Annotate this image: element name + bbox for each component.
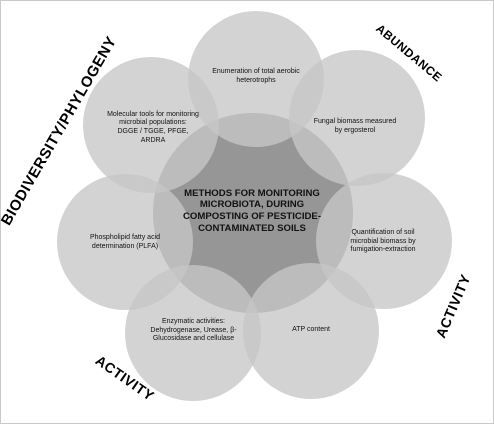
label-enumeration: Enumeration of total aerobic heterotroph… (212, 68, 300, 84)
center-title: METHODS FOR MONITORING MICROBIOTA, DURIN… (182, 187, 322, 234)
label-enzymatic: Enzymatic activities: Dehydrogenase, Ure… (146, 309, 241, 353)
label-fumigation: Quantification of soil microbial biomass… (350, 228, 416, 254)
circle-fungal-biomass (289, 50, 425, 186)
label-enzymatic-detail: Dehydrogenase, Urease, β-Glucosidase and… (150, 326, 237, 343)
circle-fumigation (316, 173, 452, 309)
label-plfa: Phospholipid fatty acid determination (P… (89, 234, 161, 250)
label-molecular: Molecular tools for monitoring microbial… (107, 105, 199, 151)
circle-plfa (57, 174, 193, 310)
circle-atp (243, 263, 379, 399)
label-fungal-biomass: Fungal biomass measured by ergosterol (313, 118, 397, 134)
label-enzymatic-title: Enzymatic activities: (161, 317, 226, 325)
circle-molecular (83, 57, 219, 193)
label-molecular-detail: DGGE / TGGE, PFGE, ARDRA (117, 128, 189, 144)
label-atp: ATP content (292, 325, 330, 333)
label-molecular-title: Molecular tools for monitoring microbial… (107, 110, 199, 127)
